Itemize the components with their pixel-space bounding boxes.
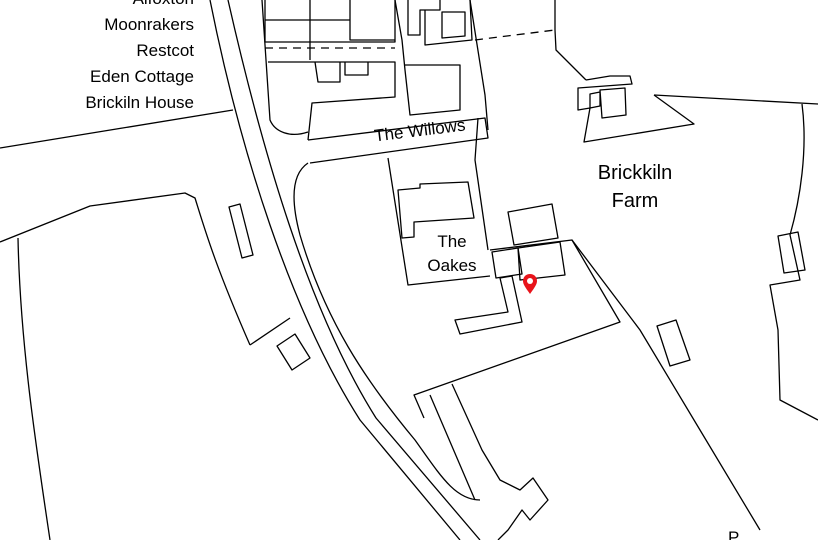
- label-farm-line-2: Farm: [611, 190, 659, 212]
- label-oakes-line-2: Oakes: [427, 256, 477, 275]
- label-moonrakers: Moonrakers: [104, 15, 194, 34]
- label-oakes-line-1: The: [437, 232, 467, 251]
- boundary-ne: [554, 0, 587, 81]
- label-brickiln-house: Brickiln House: [85, 93, 194, 112]
- lane-inner: [429, 394, 476, 501]
- oakes-plot: [387, 157, 491, 286]
- oakes-boundary: [474, 117, 489, 251]
- long-barn: [454, 275, 523, 335]
- yard-boundary: [413, 239, 621, 419]
- field-boundary: [0, 109, 234, 149]
- willows-lane: [307, 117, 489, 164]
- oakes-house: [397, 181, 475, 239]
- garden-line: [268, 61, 396, 141]
- field-line: [17, 237, 51, 540]
- house-block-3: [424, 0, 473, 46]
- road-edge-inner: [227, 0, 481, 540]
- property-name-list: Alfoxton Moonrakers Restcot Eden Cottage…: [85, 0, 194, 116]
- dashed-boundary: [265, 29, 556, 49]
- label-the-oakes: The Oakes: [420, 230, 484, 278]
- terrace: [264, 0, 396, 43]
- location-pin-icon[interactable]: [523, 274, 537, 294]
- east-shed: [777, 231, 806, 274]
- label-cut-off: P: [728, 528, 740, 540]
- house-block: [394, 0, 461, 116]
- label-alfoxton: Alfoxton: [85, 0, 194, 12]
- label-eden-cottage: Eden Cottage: [90, 67, 194, 86]
- field-boundary-south: [571, 239, 761, 531]
- label-restcot: Restcot: [136, 41, 194, 60]
- house-block-2: [407, 0, 441, 36]
- lane-edge: [293, 162, 481, 501]
- farm-boundary-east: [769, 103, 818, 421]
- barn-north: [507, 203, 559, 246]
- small-building: [228, 203, 254, 259]
- label-brickkiln-farm: Brickkiln Farm: [590, 159, 680, 215]
- road-edge-east: [261, 0, 309, 135]
- south-building: [451, 383, 549, 540]
- barn-block: [491, 247, 523, 279]
- small-building-2: [276, 333, 311, 371]
- outbuildings: [314, 61, 369, 83]
- farm-outbuilding: [577, 75, 695, 143]
- garden-boundary: [469, 0, 489, 131]
- label-farm-line-1: Brickkiln: [597, 162, 673, 184]
- road-edge-west: [209, 0, 461, 540]
- farm-sheds: [589, 87, 627, 119]
- farm-boundary-north: [653, 94, 818, 105]
- field-west: [0, 192, 251, 346]
- terrace-divisions: [265, 0, 395, 60]
- field-line-2: [249, 317, 291, 346]
- field-shed: [656, 319, 691, 367]
- barn-block-2: [517, 241, 566, 281]
